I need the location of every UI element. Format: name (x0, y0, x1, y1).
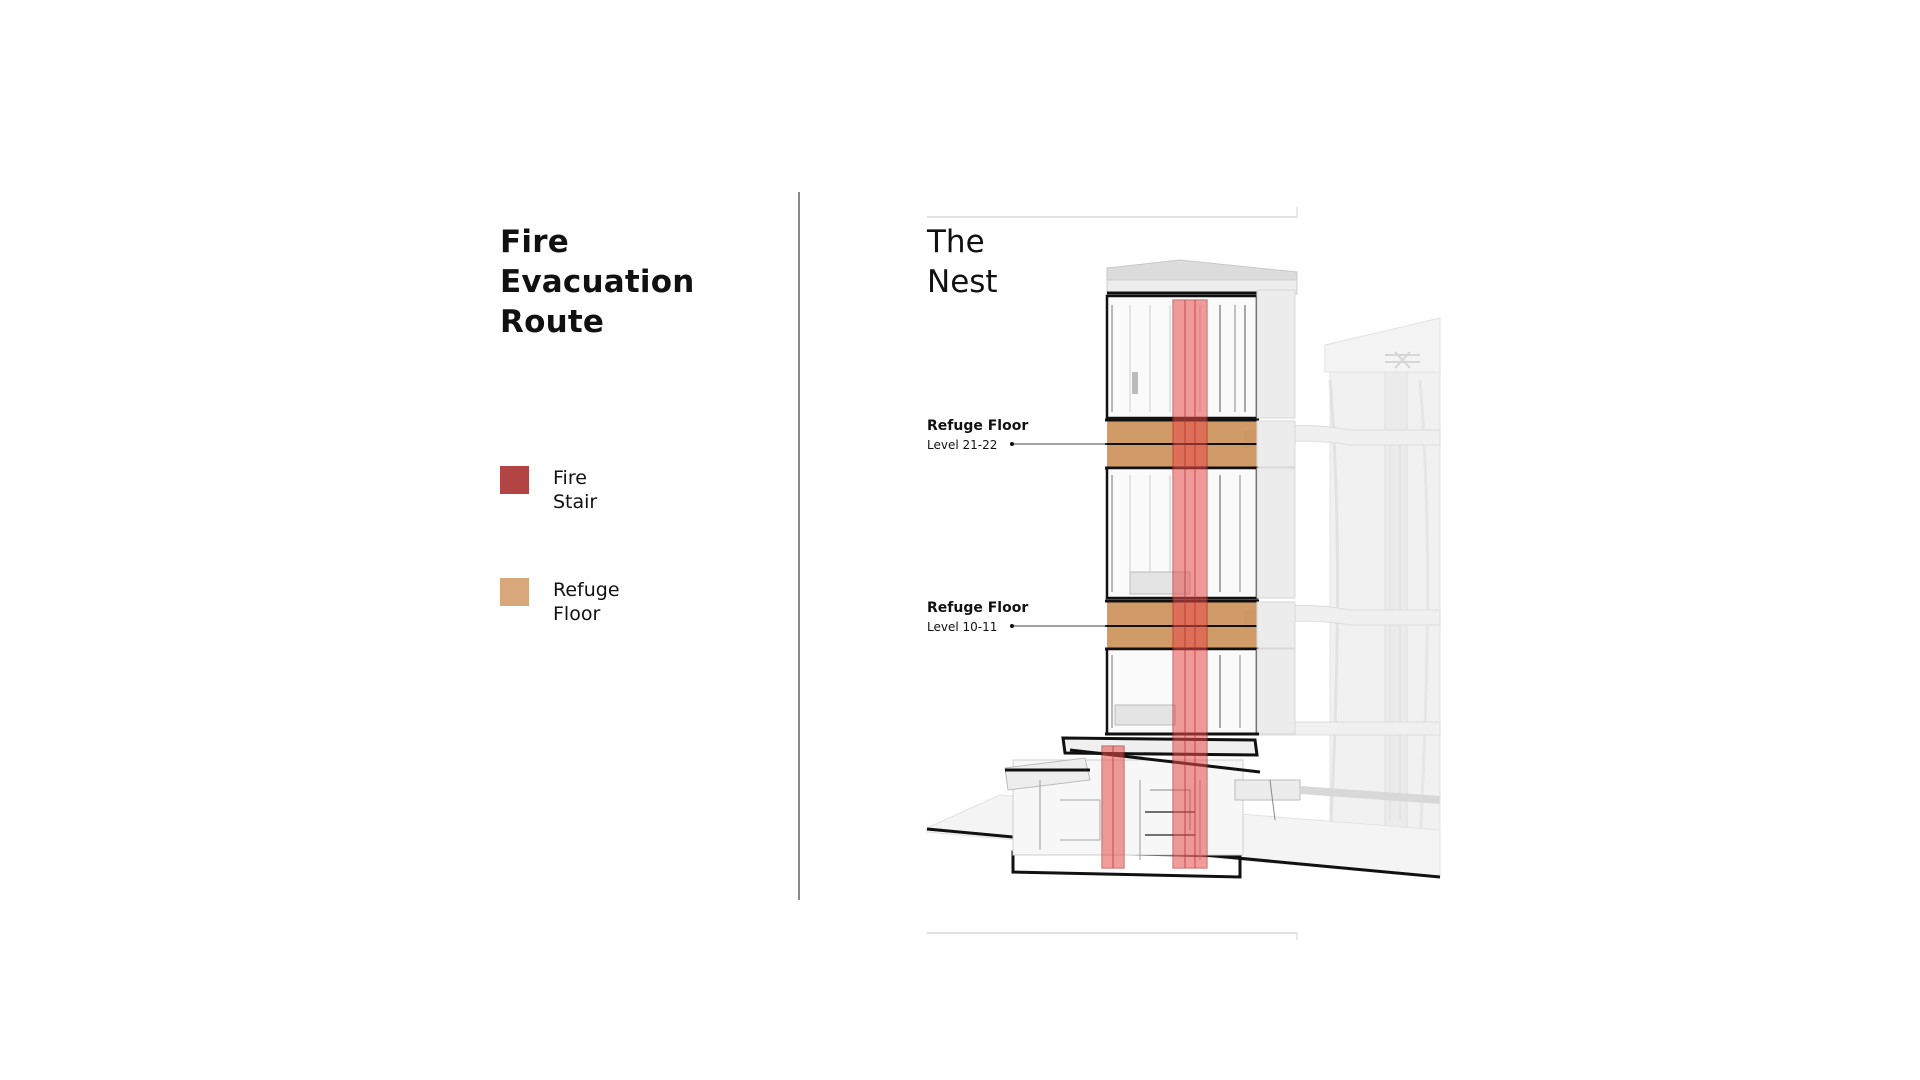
tower-roof (1106, 259, 1298, 295)
callout-leader-upper (1010, 442, 1107, 446)
building-title-line-1: The (927, 224, 985, 260)
column-divider (798, 192, 800, 900)
callout-refuge-lower: Refuge Floor Level 10-11 (927, 599, 1028, 635)
page-title: Fire Evacuation Route (500, 222, 694, 342)
title-line-3: Route (500, 304, 605, 340)
callout-title: Refuge Floor (927, 418, 1029, 434)
building-title-line-2: Nest (927, 264, 998, 300)
callout-level: Level 21-22 (927, 438, 998, 452)
callout-level: Level 10-11 (927, 620, 998, 634)
title-line-1: Fire (500, 224, 569, 260)
legend-label-refuge-floor: Refuge Floor (553, 579, 620, 625)
fire-stair-main (1172, 299, 1208, 869)
callout-refuge-upper: Refuge Floor Level 21-22 (927, 417, 1028, 453)
callout-title: Refuge Floor (927, 600, 1029, 616)
legend-label-fire-stair: Fire Stair (553, 467, 598, 513)
building-title: The Nest (927, 222, 998, 302)
context-tower (1324, 317, 1441, 843)
fire-stair-swatch (500, 466, 529, 494)
fire-stair-podium (1101, 745, 1125, 869)
tower-lower-block (1105, 647, 1296, 736)
refuge-floor-swatch (500, 578, 529, 606)
title-line-2: Evacuation (500, 264, 695, 300)
callout-leader-lower (1010, 624, 1107, 628)
